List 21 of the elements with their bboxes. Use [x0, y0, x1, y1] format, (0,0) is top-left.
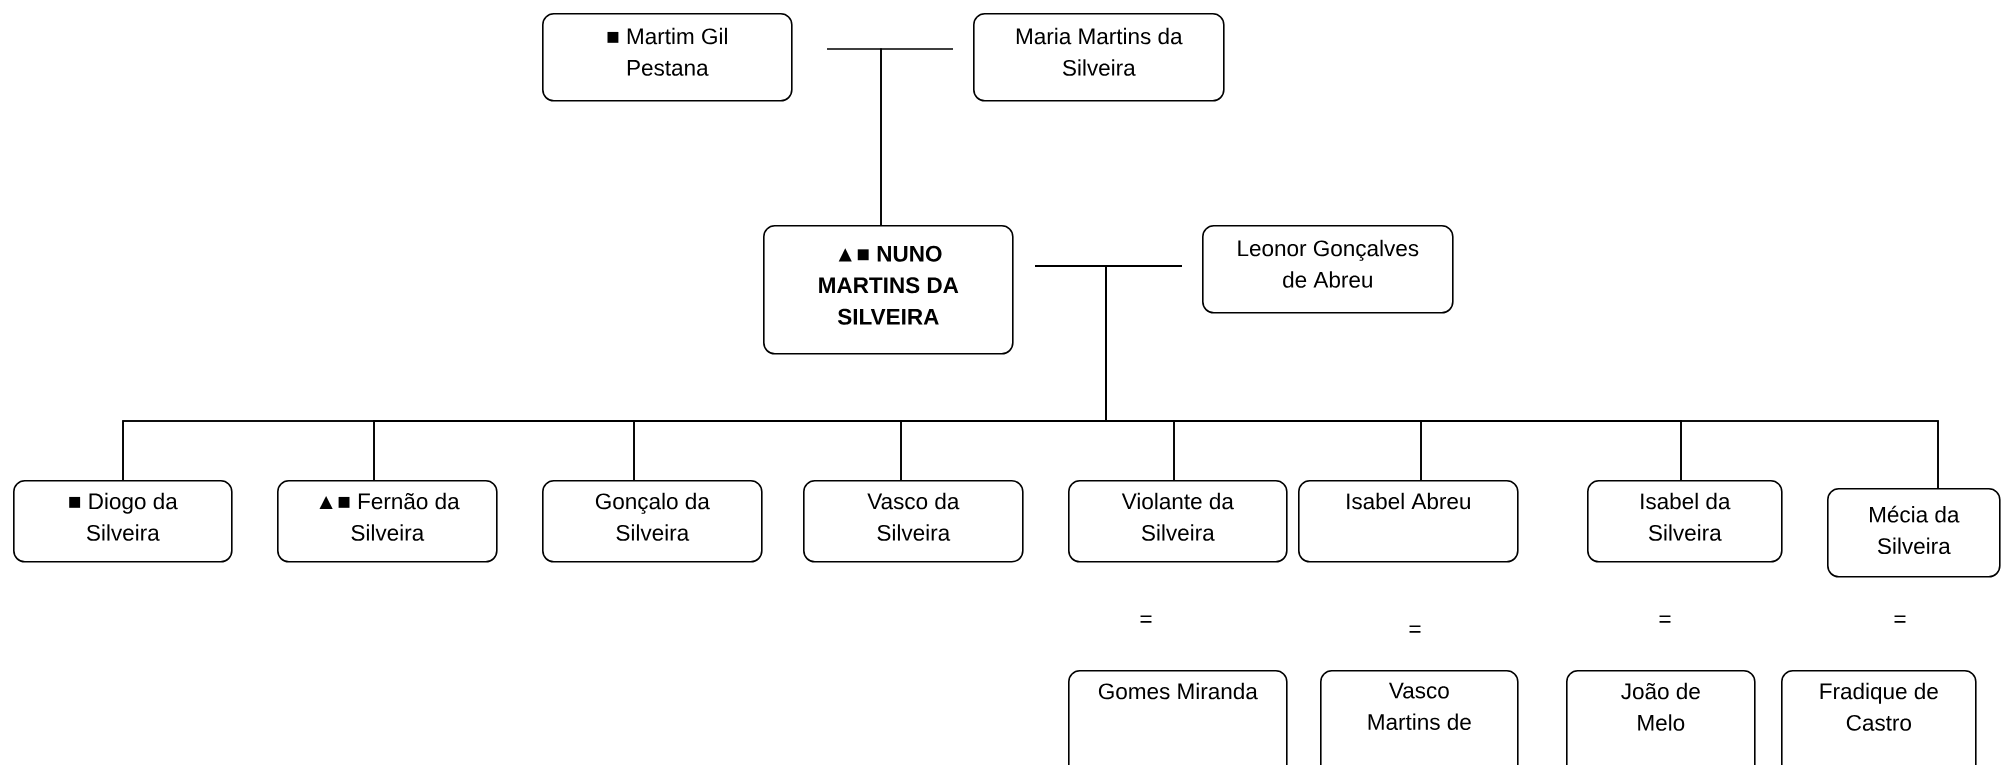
- person-box: Isabel da Silveira: [1587, 480, 1783, 563]
- marriage-sign: =: [1894, 615, 1906, 623]
- person-box: João de Melo: [1566, 670, 1756, 765]
- person-box: Vasco da Silveira: [803, 480, 1024, 563]
- person-box: ▲■ NUNO MARTINS DA SILVEIRA: [763, 225, 1014, 355]
- person-box: ■ Diogo da Silveira: [13, 480, 233, 563]
- person-box: ■ Martim Gil Pestana: [542, 13, 793, 102]
- person-box: Violante da Silveira: [1068, 480, 1288, 563]
- person-box: Fradique de Castro: [1781, 670, 1977, 765]
- person-box: Mécia da Silveira: [1827, 488, 2001, 578]
- person-box: Vasco Martins de: [1320, 670, 1519, 765]
- person-box: Gomes Miranda: [1068, 670, 1288, 765]
- person-box: Leonor Gonçalves de Abreu: [1202, 225, 1454, 314]
- person-box: ▲■ Fernão da Silveira: [277, 480, 498, 563]
- marriage-sign: =: [1140, 615, 1152, 623]
- person-box: Isabel Abreu: [1298, 480, 1519, 563]
- marriage-sign: =: [1409, 625, 1421, 633]
- family-line: [880, 48, 954, 226]
- person-box: Gonçalo da Silveira: [542, 480, 763, 563]
- marriage-sign: =: [1659, 615, 1671, 623]
- person-box: Maria Martins da Silveira: [973, 13, 1225, 102]
